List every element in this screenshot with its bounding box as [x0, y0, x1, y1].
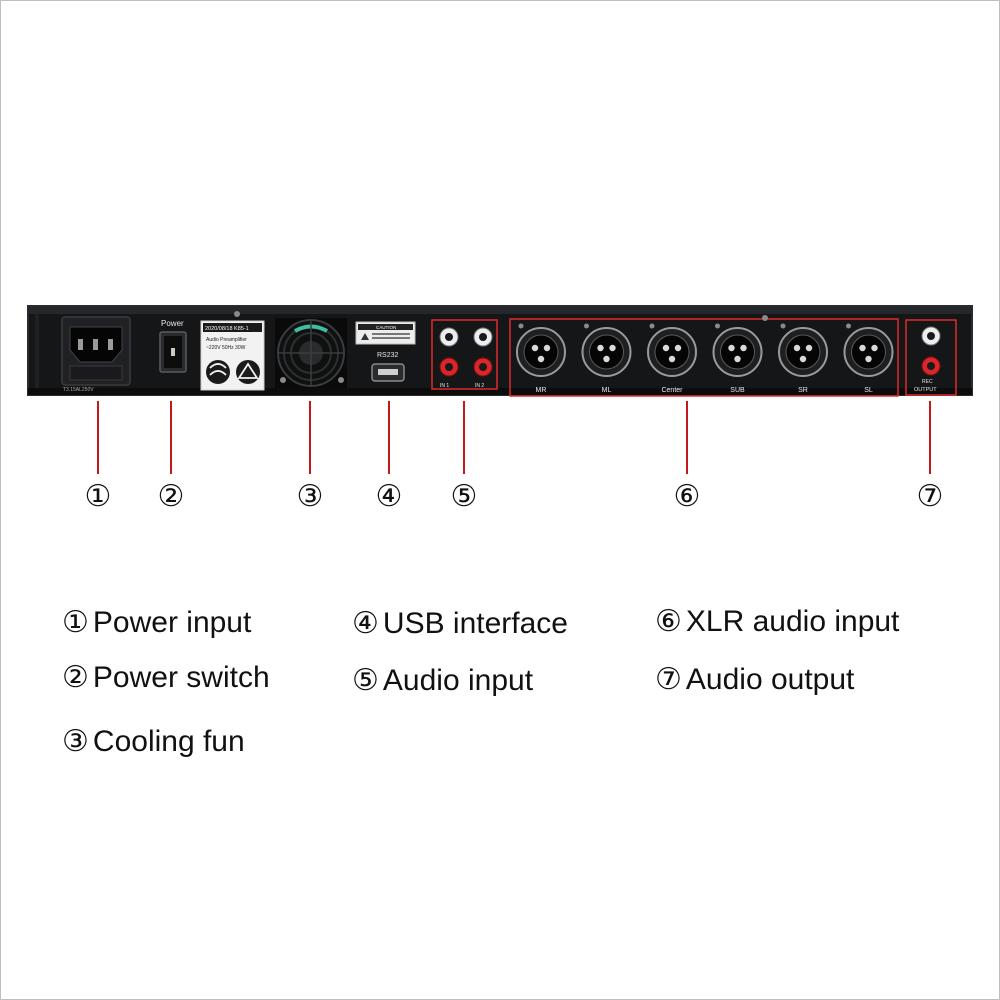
legend-num: ②	[62, 660, 89, 695]
output-label-bottom: OUTPUT	[914, 387, 937, 393]
xlr-connector-center: Center	[647, 323, 697, 394]
usb-interface: RS232	[371, 352, 405, 382]
callout-numbers: ① ② ③ ④ ⑤ ⑥ ⑦	[85, 479, 944, 514]
callout-3: ③	[297, 479, 324, 514]
legend-text: Cooling fun	[92, 725, 245, 758]
xlr-label: Center	[661, 387, 683, 394]
rating-sticker: 2020/08/18 K85-1 Audio Preamplifier ~220…	[200, 320, 265, 391]
input-label-2: IN 2	[475, 383, 484, 389]
xlr-label: SUB	[730, 387, 745, 394]
output-label-top: REC	[922, 379, 933, 385]
caution-text: CAUTION	[376, 325, 396, 330]
callout-4: ④	[376, 479, 403, 514]
legend-num: ⑥	[655, 604, 682, 639]
xlr-label: ML	[602, 387, 612, 394]
input-label-1: IN 1	[440, 383, 449, 389]
legend-num: ⑦	[655, 662, 682, 697]
callout-6: ⑥	[674, 479, 701, 514]
xlr-connector-sub: SUB	[712, 323, 763, 394]
power-input-socket: T3.15AL250V	[61, 316, 131, 393]
caution-label: CAUTION	[355, 321, 416, 345]
legend-text: Power switch	[92, 661, 270, 694]
xlr-connector-ml: ML	[581, 323, 632, 394]
callout-5: ⑤	[451, 479, 478, 514]
xlr-label: MR	[536, 387, 547, 394]
power-label: Power	[161, 319, 184, 328]
callout-2: ②	[158, 479, 185, 514]
legend-num: ⑤	[352, 663, 379, 698]
legend-text: Audio output	[685, 663, 855, 696]
xlr-label: SR	[798, 387, 808, 394]
rec-audio-output: REC OUTPUT	[762, 315, 957, 396]
xlr-connector-sl: SL	[843, 323, 894, 394]
legend-text: USB interface	[382, 607, 568, 640]
leader-lines	[97, 401, 931, 474]
legend-num: ④	[352, 606, 379, 641]
legend-num: ①	[62, 605, 89, 640]
sticker-line1: Audio Preamplifier	[206, 337, 247, 343]
rca-audio-input: IN 1 IN 2	[431, 319, 498, 390]
power-switch: Power	[159, 319, 187, 373]
cooling-fan	[234, 311, 347, 388]
legend-num: ③	[62, 724, 89, 759]
legend-text: XLR audio input	[685, 605, 900, 638]
legend-text: Audio input	[382, 664, 534, 697]
xlr-connector-sr: SR	[778, 323, 828, 394]
usb-label: RS232	[377, 352, 399, 359]
xlr-audio-inputs: MR ML Center SUB SR SL	[509, 318, 899, 397]
xlr-label: SL	[864, 387, 873, 394]
sticker-line2: ~220V 50Hz 30W	[206, 345, 246, 351]
legend-text: Power input	[92, 606, 252, 639]
callout-1: ①	[85, 479, 112, 514]
xlr-connector-mr: MR	[516, 323, 566, 394]
sticker-code: 2020/08/18 K85-1	[205, 326, 249, 332]
callout-7: ⑦	[917, 479, 944, 514]
fuse-label: T3.15AL250V	[63, 387, 94, 393]
